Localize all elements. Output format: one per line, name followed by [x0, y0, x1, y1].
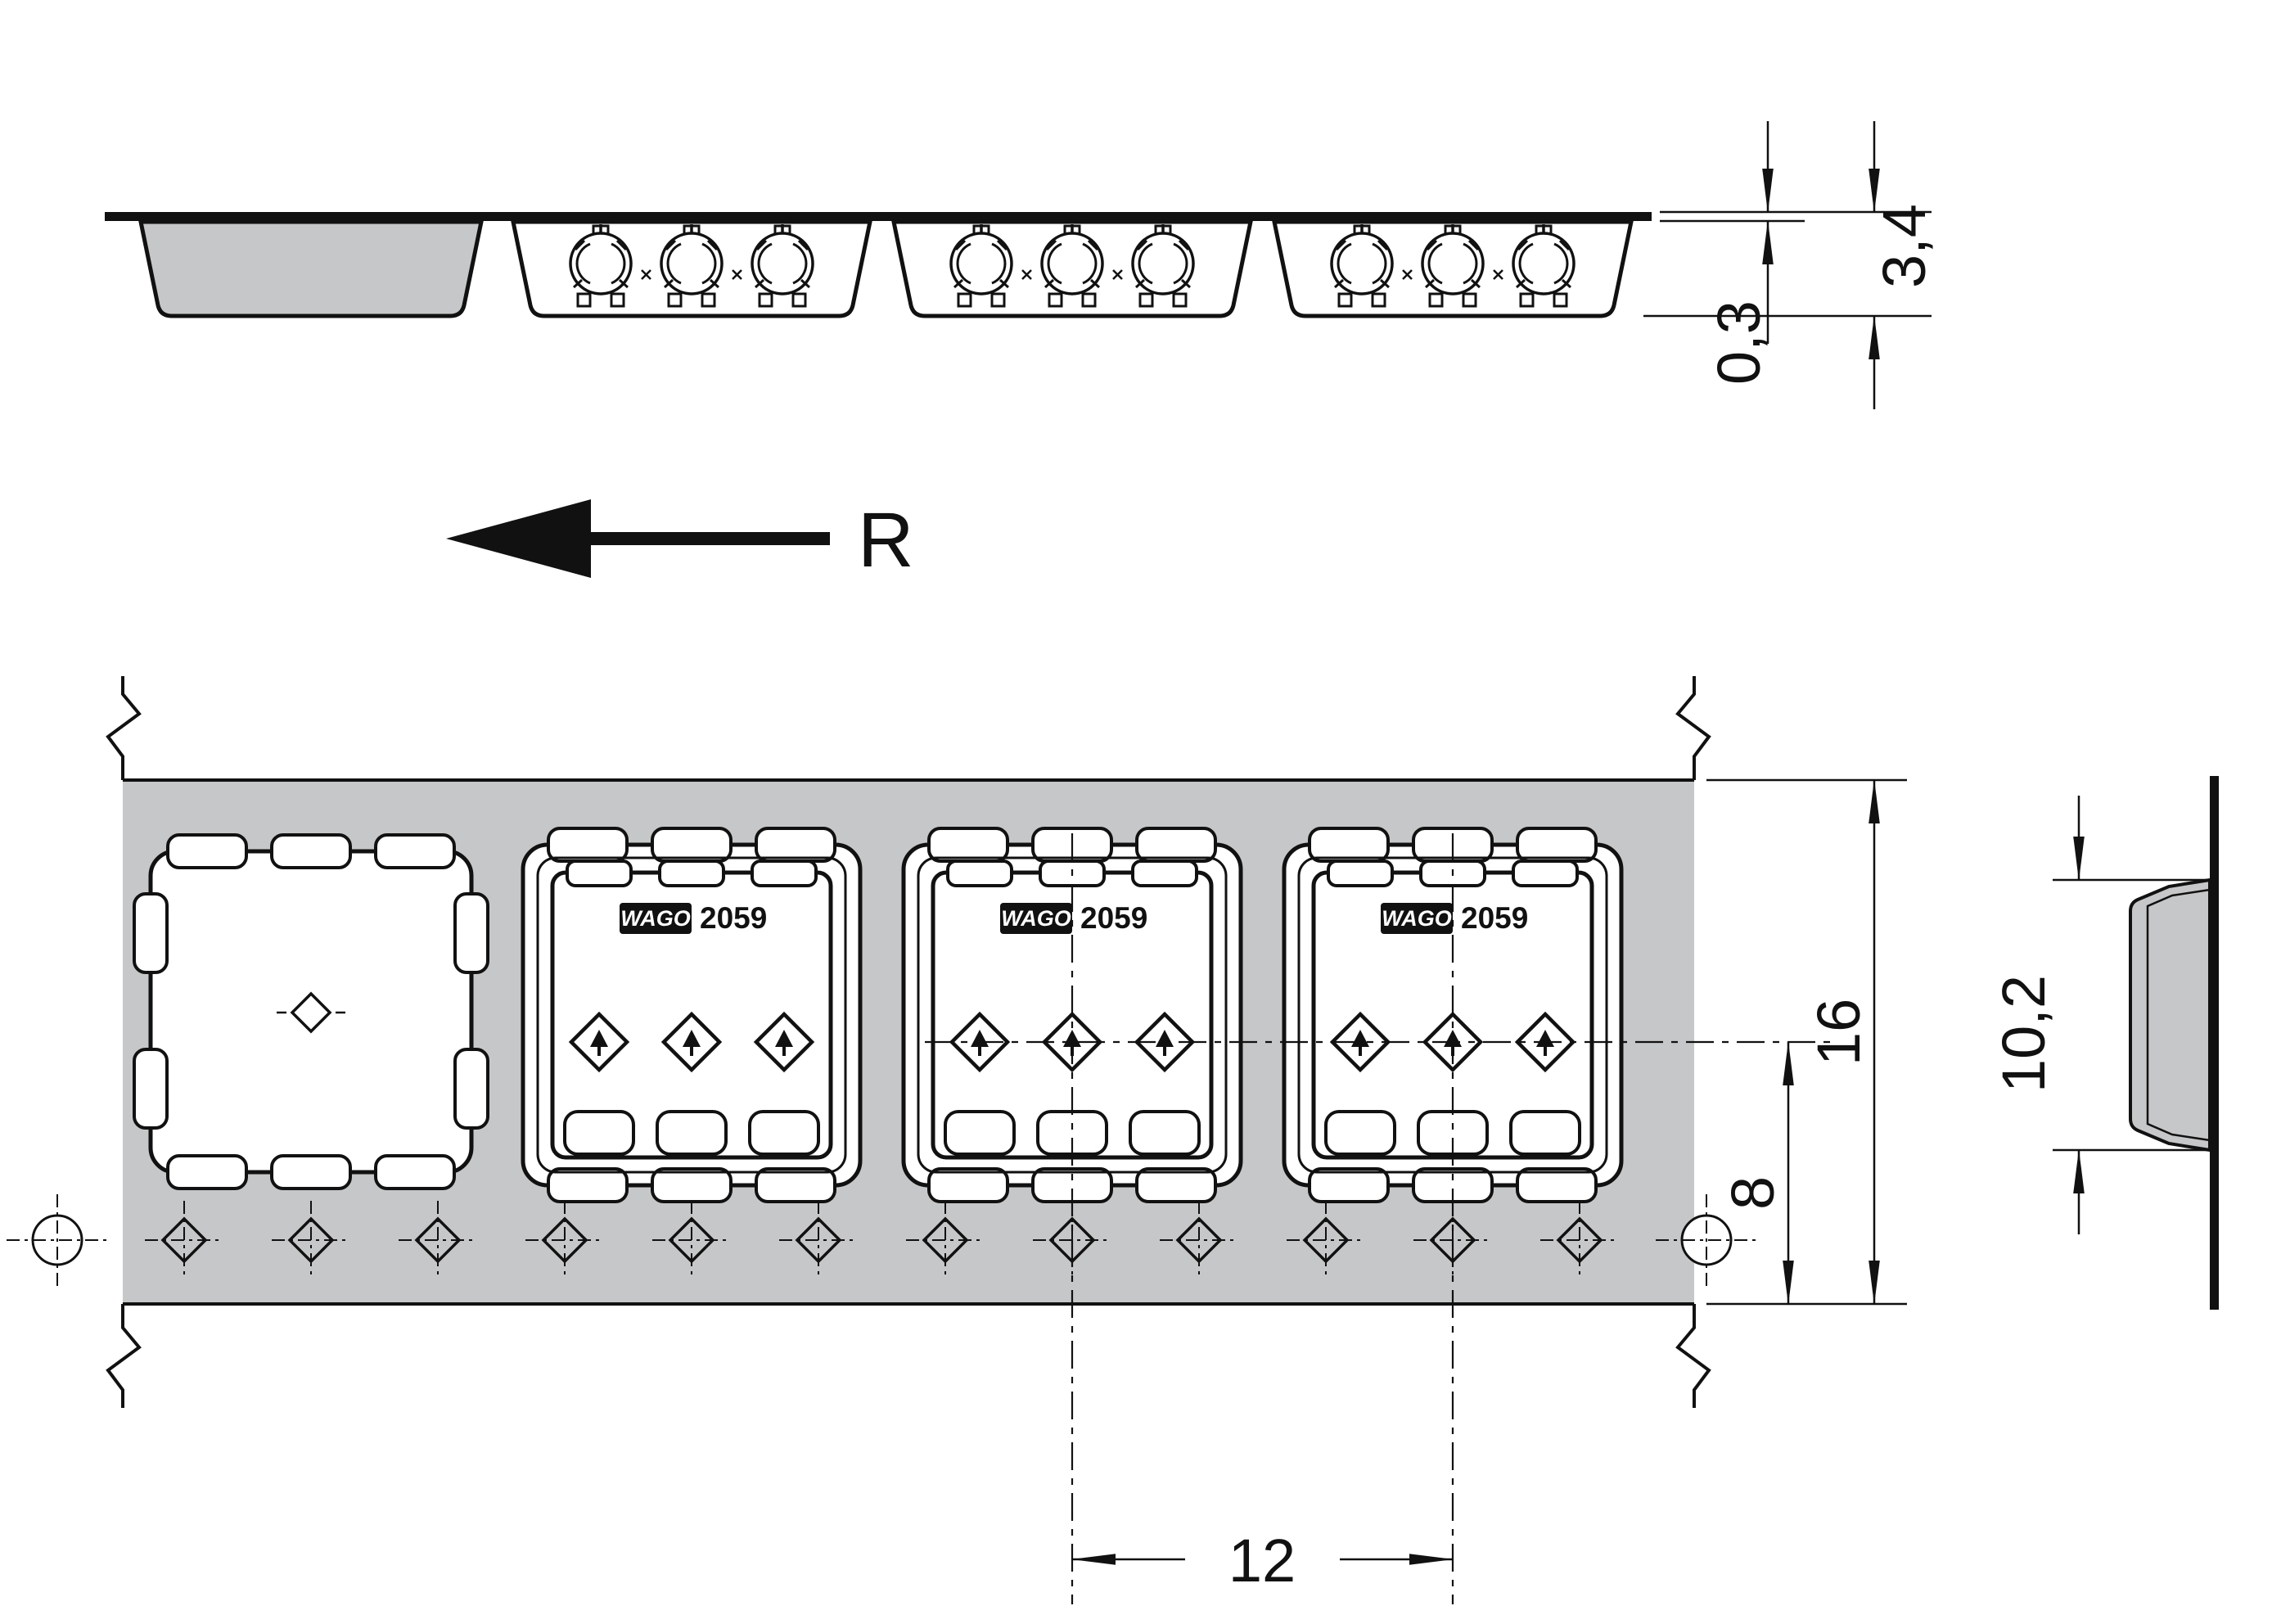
dim-tape-width: 16 — [1706, 778, 1907, 1306]
direction-arrow-head — [446, 499, 591, 578]
carrier-tape-profile — [105, 212, 1652, 221]
pocket-bump — [453, 892, 489, 974]
direction-label: R — [858, 497, 914, 584]
pocket-side-profile — [2129, 877, 2211, 1153]
pocket-bump — [133, 892, 169, 974]
pocket-bump — [270, 1154, 352, 1190]
dim-tape-thickness: 0,3 — [1660, 121, 1932, 385]
dim-overall-height: 3,4 — [1643, 121, 1938, 409]
pocket-outline — [148, 849, 474, 1175]
pocket-bump — [453, 1048, 489, 1130]
component-pocket-profile-1 — [513, 222, 870, 316]
pocket-bump — [374, 1154, 456, 1190]
unwind-direction: R — [446, 497, 914, 584]
dim-pocket-width: 10,2 — [1990, 796, 2208, 1234]
sprocket-hole-clipped-left — [5, 1193, 110, 1288]
dim-label-tape-thickness: 0,3 — [1705, 300, 1773, 385]
component-pocket-1 — [523, 828, 860, 1202]
empty-pocket-plan — [133, 833, 489, 1190]
pocket-side-inner-line — [2146, 888, 2211, 1142]
side-profile-view: 0,3 3,4 — [105, 121, 1938, 409]
plan-view: 16 8 12 — [5, 676, 1907, 1604]
side-view: 10,2 — [1990, 776, 2219, 1310]
dim-label-tape-width: 16 — [1805, 999, 1873, 1066]
empty-pocket-profile — [137, 219, 485, 318]
dim-label-pocket-width: 10,2 — [1990, 975, 2058, 1093]
tape-break-mark-bottom-right — [1675, 1304, 1711, 1408]
direction-arrow-shaft — [591, 532, 830, 545]
dim-label-pocket-pitch: 12 — [1228, 1527, 1296, 1595]
pocket-bump — [133, 1048, 169, 1130]
tape-break-mark-bottom-left — [106, 1304, 142, 1408]
component-pocket-profile-2 — [894, 222, 1251, 316]
dim-label-overall-height: 3,4 — [1870, 204, 1938, 288]
dim-pocket-pitch: 12 — [1071, 1527, 1454, 1595]
pocket-bump — [374, 833, 456, 869]
tape-break-mark-top-left — [106, 676, 142, 780]
component-pocket-profile-3 — [1274, 222, 1631, 316]
dim-center-offset: 8 — [1719, 1041, 1794, 1305]
pocket-bump — [270, 833, 352, 869]
tape-side-view-line — [2210, 776, 2219, 1310]
pocket-bump — [166, 1154, 248, 1190]
pocket-center-diamond — [290, 991, 332, 1034]
tape-break-mark-top-right — [1675, 676, 1711, 780]
dim-label-center-offset: 8 — [1719, 1176, 1787, 1210]
pocket-bump — [166, 833, 248, 869]
